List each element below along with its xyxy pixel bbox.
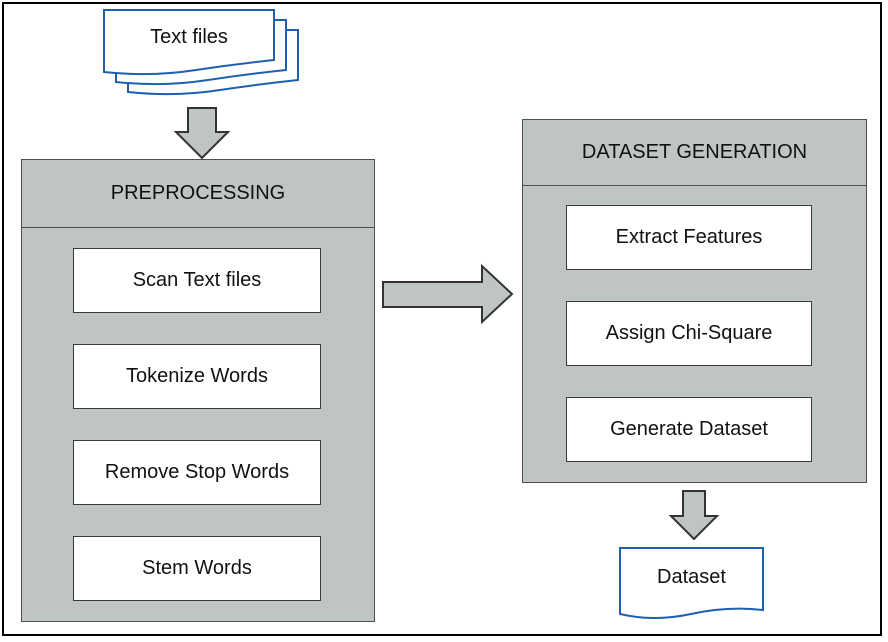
dataset-generation-title: DATASET GENERATION bbox=[523, 120, 866, 186]
diagram-frame bbox=[2, 2, 882, 636]
text-files-label: Text files bbox=[150, 25, 228, 48]
step-extract-features: Extract Features bbox=[566, 205, 812, 270]
down-block-arrow bbox=[173, 107, 231, 160]
step-tokenize-words: Tokenize Words bbox=[73, 344, 321, 409]
step-assign-chi-square: Assign Chi-Square bbox=[566, 301, 812, 366]
step-stem-words: Stem Words bbox=[73, 536, 321, 601]
right-block-arrow bbox=[382, 263, 514, 325]
dataset-document-icon bbox=[619, 547, 764, 619]
text-files-document-icon bbox=[103, 9, 299, 96]
preprocessing-title: PREPROCESSING bbox=[22, 160, 374, 228]
step-scan-text-files: Scan Text files bbox=[73, 248, 321, 313]
step-generate-dataset: Generate Dataset bbox=[566, 397, 812, 462]
step-remove-stop-words: Remove Stop Words bbox=[73, 440, 321, 505]
dataset-label: Dataset bbox=[657, 565, 726, 588]
down-block-arrow-output bbox=[668, 490, 720, 541]
